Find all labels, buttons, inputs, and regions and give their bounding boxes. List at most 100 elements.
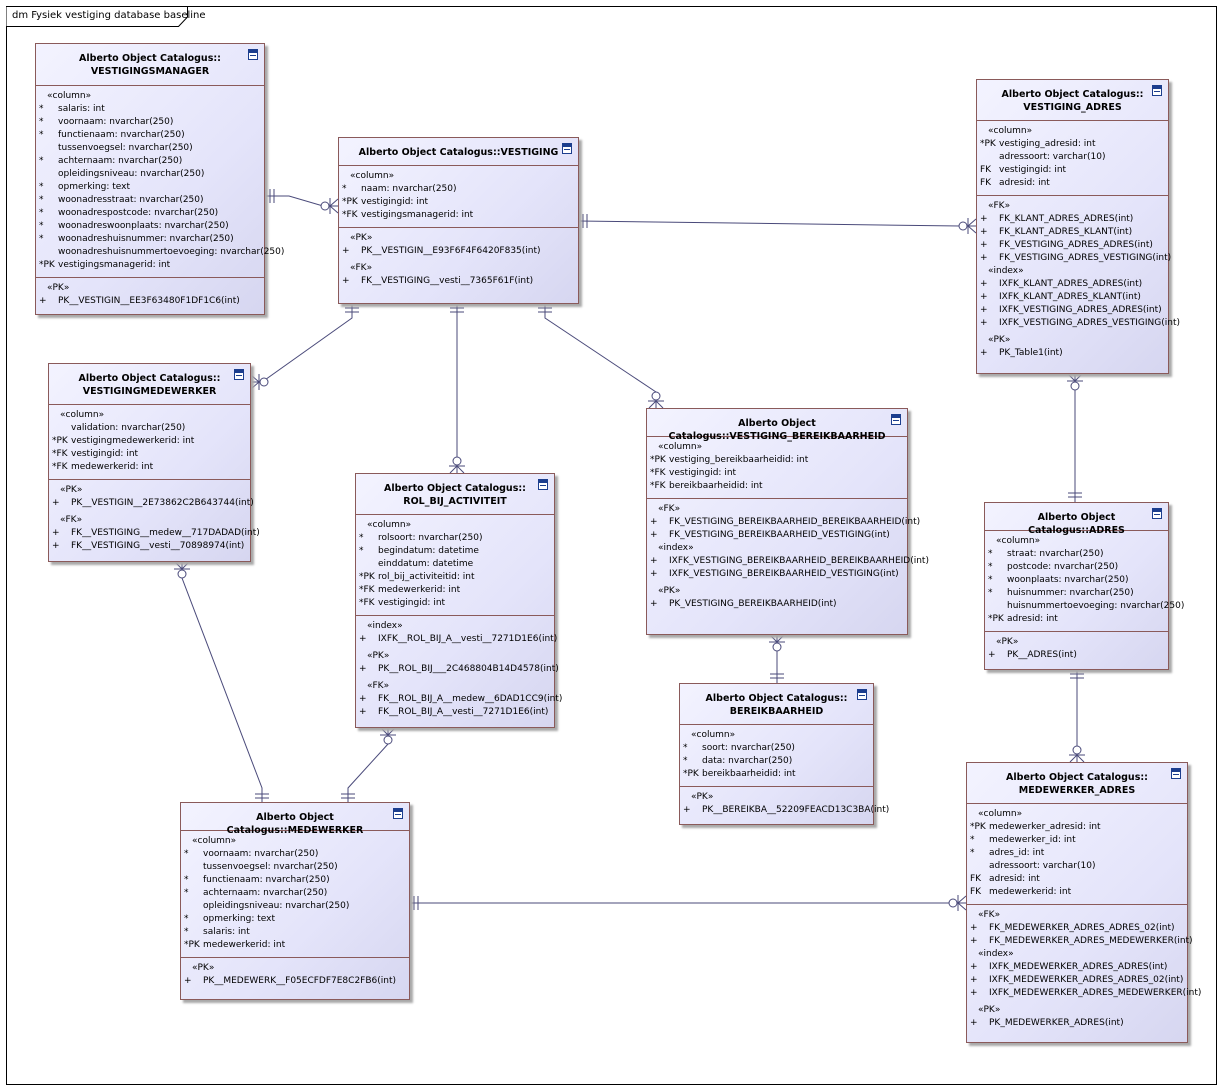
operation-row[interactable]: +IXFK_VESTIGING_ADRES_ADRES(int) (977, 304, 1168, 317)
operation-row[interactable]: +PK__VESTIGIN__2E73862C2B643744(int) (49, 497, 254, 510)
connector-vestigingsmanager-vestiging[interactable] (266, 189, 339, 214)
operation-row[interactable]: +PK_VESTIGING_BEREIKBAARHEID(int) (647, 598, 907, 611)
column-row[interactable]: adressoort: varchar(10) (967, 860, 1187, 873)
operation-row[interactable]: +PK__MEDEWERK__F05ECFDF7E8C2FB6(int) (181, 975, 409, 988)
column-row[interactable]: *naam: nvarchar(250) (339, 183, 578, 196)
column-row[interactable]: *postcode: nvarchar(250) (985, 561, 1168, 574)
column-row[interactable]: einddatum: datetime (356, 558, 554, 571)
column-row[interactable]: *salaris: int (181, 926, 409, 939)
column-row[interactable]: *data: nvarchar(250) (680, 755, 873, 768)
connector-vestigingmedewerker-medewerker[interactable] (174, 561, 269, 802)
entity-vestigingsmanager[interactable]: Alberto Object Catalogus:: VESTIGINGSMAN… (35, 43, 284, 315)
column-row[interactable]: *salaris: int (36, 103, 264, 116)
operation-row[interactable]: +FK_MEDEWERKER_ADRES_ADRES_02(int) (967, 922, 1187, 935)
column-row[interactable]: tussenvoegsel: nvarchar(250) (181, 861, 409, 874)
column-row[interactable]: *rolsoort: nvarchar(250) (356, 532, 554, 545)
operation-row[interactable]: +IXFK_MEDEWERKER_ADRES_ADRES_02(int) (967, 974, 1187, 987)
column-row[interactable]: *medewerker_id: int (967, 834, 1187, 847)
column-row[interactable]: *soort: nvarchar(250) (680, 742, 873, 755)
column-row[interactable]: tussenvoegsel: nvarchar(250) (36, 142, 264, 155)
column-row[interactable]: *woonadreswoonplaats: nvarchar(250) (36, 220, 264, 233)
operation-row[interactable]: +FK_VESTIGING_BEREIKBAARHEID_VESTIGING(i… (647, 529, 907, 542)
column-row[interactable]: validation: nvarchar(250) (49, 422, 250, 435)
operation-row[interactable]: +IXFK_VESTIGING_BEREIKBAARHEID_VESTIGING… (647, 568, 907, 581)
column-row[interactable]: *begindatum: datetime (356, 545, 554, 558)
column-row[interactable]: *adres_id: int (967, 847, 1187, 860)
connector-vestiging-rol_bij_activiteit[interactable] (449, 304, 465, 474)
operation-row[interactable]: +FK_KLANT_ADRES_KLANT(int) (977, 226, 1168, 239)
operation-row[interactable]: +PK__ADRES(int) (985, 649, 1168, 662)
operation-row[interactable]: +FK_VESTIGING_ADRES_VESTIGING(int) (977, 252, 1171, 265)
operation-row[interactable]: +IXFK_VESTIGING_BEREIKBAARHEID_BEREIKBAA… (647, 555, 929, 568)
column-row[interactable]: *woonadresstraat: nvarchar(250) (36, 194, 264, 207)
operation-row[interactable]: +PK__BEREIKBA__52209FEACD13C3BA(int) (680, 804, 889, 817)
operation-row[interactable]: +IXFK_MEDEWERKER_ADRES_ADRES(int) (967, 961, 1187, 974)
operation-row[interactable]: +FK__VESTIGING__vesti__70898974(int) (49, 540, 250, 553)
connector-vestiging-vestiging_bereikbaarheid[interactable] (538, 304, 664, 409)
connector-adres-medewerker_adres[interactable] (1069, 670, 1085, 763)
operation-row[interactable]: +PK_MEDEWERKER_ADRES(int) (967, 1017, 1187, 1030)
operation-row[interactable]: +FK__ROL_BIJ_A__medew__6DAD1CC9(int) (356, 693, 562, 706)
column-row[interactable]: *achternaam: nvarchar(250) (181, 887, 409, 900)
operation-row[interactable]: +PK__VESTIGIN__EE3F63480F1DF1C6(int) (36, 295, 264, 308)
operation-row[interactable]: +FK_VESTIGING_ADRES_ADRES(int) (977, 239, 1168, 252)
entity-rol_bij_activiteit[interactable]: Alberto Object Catalogus:: ROL_BIJ_ACTIV… (355, 473, 562, 728)
connector-vestiging_bereikbaarheid-bereikbaarheid[interactable] (769, 634, 785, 683)
connector-vestiging_adres-adres[interactable] (1067, 373, 1083, 502)
operation-row[interactable]: +IXFK_KLANT_ADRES_ADRES(int) (977, 278, 1168, 291)
column-row[interactable]: *voornaam: nvarchar(250) (36, 116, 264, 129)
connector-medewerker-medewerker_adres[interactable] (410, 895, 967, 911)
operation-row[interactable]: +IXFK__ROL_BIJ_A__vesti__7271D1E6(int) (356, 633, 557, 646)
operation-row[interactable]: +FK__ROL_BIJ_A__vesti__7271D1E6(int) (356, 706, 554, 719)
operation-row[interactable]: +FK__VESTIGING__medew__717DADAD(int) (49, 527, 260, 540)
entity-medewerker_adres[interactable]: Alberto Object Catalogus:: MEDEWERKER_AD… (966, 762, 1201, 1043)
column-row[interactable]: *straat: nvarchar(250) (985, 548, 1168, 561)
operation-row[interactable]: +IXFK_VESTIGING_ADRES_VESTIGING(int) (977, 317, 1180, 330)
entity-adres[interactable]: Alberto Object Catalogus::ADRES «column»… (984, 502, 1184, 670)
connector-rol_bij_activiteit-medewerker[interactable] (341, 727, 396, 802)
operation-row[interactable]: +FK_MEDEWERKER_ADRES_MEDEWERKER(int) (967, 935, 1193, 948)
connector-vestiging-vestigingmedewerker[interactable] (250, 304, 359, 390)
entity-vestiging_adres[interactable]: Alberto Object Catalogus:: VESTIGING_ADR… (976, 79, 1180, 374)
column-row[interactable]: *huisnummer: nvarchar(250) (985, 587, 1168, 600)
operation-row[interactable]: +PK__ROL_BIJ___2C468804B14D4578(int) (356, 663, 559, 676)
operation-row[interactable]: +PK__VESTIGIN__E93F6F4F6420F835(int) (339, 245, 578, 258)
column-row[interactable]: *achternaam: nvarchar(250) (36, 155, 264, 168)
column-row[interactable]: woonadreshuisnummertoevoeging: nvarchar(… (36, 246, 284, 259)
operation-row[interactable]: +FK_VESTIGING_BEREIKBAARHEID_BEREIKBAARH… (647, 516, 920, 529)
entity-vestiging_bereikbaarheid[interactable]: Alberto Object Catalogus::VESTIGING_BERE… (646, 408, 929, 635)
operation-row[interactable]: +IXFK_KLANT_ADRES_KLANT(int) (977, 291, 1168, 304)
column-row[interactable]: *voornaam: nvarchar(250) (181, 848, 409, 861)
column-row[interactable]: huisnummertoevoeging: nvarchar(250) (985, 600, 1184, 613)
column-row[interactable]: opleidingsniveau: nvarchar(250) (36, 168, 264, 181)
column-row[interactable]: *opmerking: text (36, 181, 264, 194)
entity-bereikbaarheid[interactable]: Alberto Object Catalogus:: BEREIKBAARHEI… (679, 683, 889, 825)
column-row[interactable]: *woonadrespostcode: nvarchar(250) (36, 207, 264, 220)
column-row[interactable]: *woonplaats: nvarchar(250) (985, 574, 1168, 587)
entity-vestigingmedewerker[interactable]: Alberto Object Catalogus:: VESTIGINGMEDE… (48, 363, 260, 562)
column-row[interactable]: *woonadreshuisnummer: nvarchar(250) (36, 233, 264, 246)
entity-medewerker[interactable]: Alberto Object Catalogus::MEDEWERKER «co… (180, 802, 410, 1000)
column-row[interactable]: *functienaam: nvarchar(250) (181, 874, 409, 887)
operation-row[interactable]: +FK_KLANT_ADRES_ADRES(int) (977, 213, 1168, 226)
operation-row[interactable]: +FK__VESTIGING__vesti__7365F61F(int) (339, 275, 578, 288)
column-row[interactable]: adressoort: varchar(10) (977, 151, 1168, 164)
